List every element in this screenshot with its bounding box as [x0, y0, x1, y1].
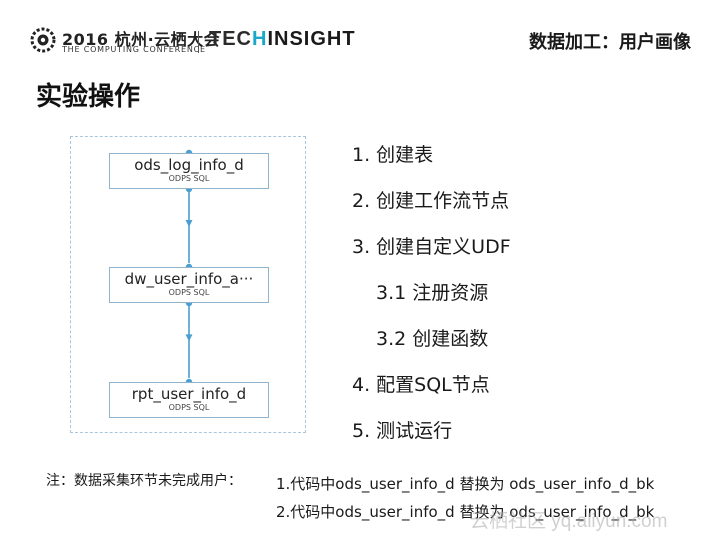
node-name: dw_user_info_a···	[124, 270, 254, 288]
workflow-node-dw-user-info[interactable]: dw_user_info_a··· ODPS SQL	[109, 267, 269, 303]
step-3: 3. 创建自定义UDF	[352, 236, 511, 258]
node-type: ODPS SQL	[168, 288, 210, 297]
step-1: 1. 创建表	[352, 144, 434, 166]
watermark: 云栖社区 yq.aliyun.com	[470, 511, 668, 532]
node-type: ODPS SQL	[168, 174, 210, 183]
edge-arrow-icon	[185, 219, 193, 227]
brand-tech-text: TEC	[209, 28, 252, 50]
conference-logo-icon	[30, 27, 56, 53]
step-4: 4. 配置SQL节点	[352, 374, 490, 396]
page-title: 实验操作	[36, 82, 141, 112]
header-divider	[198, 31, 199, 53]
conference-name: 2016 杭州·云栖大会	[62, 30, 221, 49]
techinsight-logo: TECHINSIGHT	[209, 28, 356, 51]
workflow-diagram: ods_log_info_d ODPS SQL dw_user_info_a··…	[70, 136, 306, 433]
slide-topic: 数据加工：用户画像	[529, 32, 691, 53]
note-line-1: 1.代码中ods_user_info_d 替换为 ods_user_info_d…	[276, 475, 655, 493]
brand-insight-text: INSIGHT	[267, 28, 356, 50]
note-label: 注：数据采集环节未完成用户：	[46, 473, 242, 489]
conference-subtitle: THE COMPUTING CONFERENCE	[62, 45, 206, 54]
step-2: 2. 创建工作流节点	[352, 190, 510, 212]
step-5: 5. 测试运行	[352, 420, 453, 442]
brand-tech-accent-letter: H	[252, 28, 268, 50]
workflow-node-ods-log-info-d[interactable]: ods_log_info_d ODPS SQL	[109, 153, 269, 189]
node-name: ods_log_info_d	[134, 156, 244, 174]
workflow-node-rpt-user-info-d[interactable]: rpt_user_info_d ODPS SQL	[109, 382, 269, 418]
slide-header: 2016 杭州·云栖大会 THE COMPUTING CONFERENCE TE…	[0, 0, 720, 60]
step-3-2: 3.2 创建函数	[376, 328, 489, 350]
edge-arrow-icon	[185, 334, 193, 342]
step-3-1: 3.1 注册资源	[376, 282, 489, 304]
node-type: ODPS SQL	[168, 403, 210, 412]
note-line-2: 2.代码中ods_user_info_d 替换为 ods_user_info_d…	[276, 503, 655, 521]
node-name: rpt_user_info_d	[131, 385, 247, 403]
